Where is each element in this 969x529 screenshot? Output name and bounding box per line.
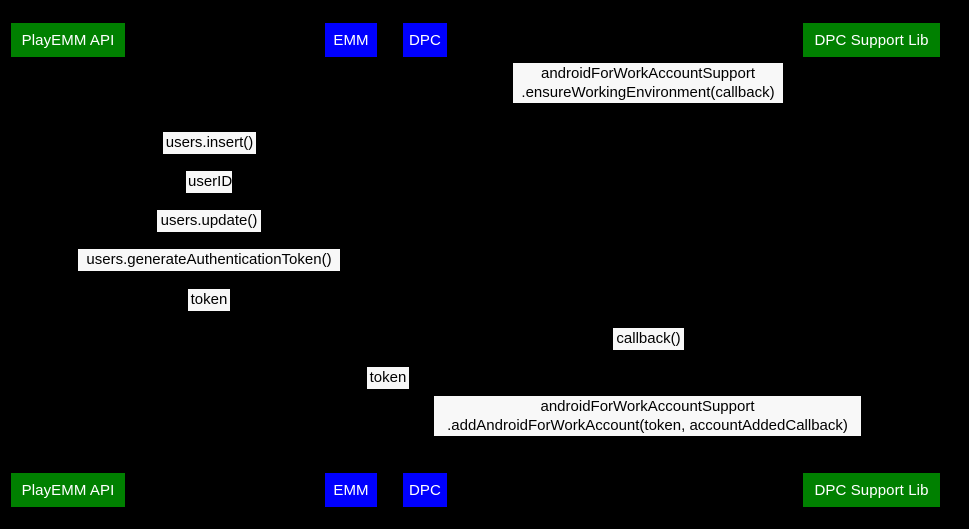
participant-label: PlayEMM API <box>21 31 115 49</box>
message-label-users-update[interactable]: users.update() <box>157 210 261 232</box>
message-line: androidForWorkAccountSupport <box>541 65 755 82</box>
participant-label: DPC <box>409 31 441 49</box>
message-line: token <box>369 369 407 386</box>
message-line: androidForWorkAccountSupport <box>540 398 755 415</box>
message-line: .ensureWorkingEnvironment(callback) <box>521 84 775 101</box>
message-label-callback[interactable]: callback() <box>613 328 684 350</box>
participant-header-emm[interactable]: EMM <box>325 23 377 57</box>
message-label-users-generate-authentication-token[interactable]: users.generateAuthenticationToken() <box>78 249 340 271</box>
participant-label: DPC <box>409 481 441 499</box>
message-line: users.generateAuthenticationToken() <box>86 251 332 268</box>
message-label-user-id[interactable]: userID <box>186 171 232 193</box>
message-line: users.update() <box>160 212 258 229</box>
message-label-users-insert[interactable]: users.insert() <box>163 132 256 154</box>
participant-footer-dpc[interactable]: DPC <box>403 473 447 507</box>
participant-header-playemm-api[interactable]: PlayEMM API <box>11 23 125 57</box>
lifeline-dpc <box>425 57 426 473</box>
message-line: token <box>190 291 228 308</box>
participant-footer-emm[interactable]: EMM <box>325 473 377 507</box>
lifeline-emm <box>351 57 352 473</box>
message-line: userID <box>188 173 233 190</box>
participant-label: EMM <box>333 481 369 499</box>
participant-label: PlayEMM API <box>21 481 115 499</box>
participant-label: EMM <box>333 31 369 49</box>
message-label-token-to-dpc[interactable]: token <box>367 367 409 389</box>
lifeline-dpc-support-lib <box>871 57 872 473</box>
participant-header-dpc[interactable]: DPC <box>403 23 447 57</box>
message-line: callback() <box>616 330 681 347</box>
participant-header-dpc-support-lib[interactable]: DPC Support Lib <box>803 23 940 57</box>
participant-footer-dpc-support-lib[interactable]: DPC Support Lib <box>803 473 940 507</box>
participant-footer-playemm-api[interactable]: PlayEMM API <box>11 473 125 507</box>
message-label-add-android-for-work-account[interactable]: androidForWorkAccountSupport .addAndroidF… <box>434 396 861 436</box>
message-line: users.insert() <box>165 134 254 151</box>
participant-label: DPC Support Lib <box>814 481 929 499</box>
lifeline-playemm-api <box>68 57 69 473</box>
participant-label: DPC Support Lib <box>814 31 929 49</box>
message-line: .addAndroidForWorkAccount(token, account… <box>447 417 848 434</box>
message-label-ensure-working-environment[interactable]: androidForWorkAccountSupport .ensureWorki… <box>513 63 783 103</box>
message-label-token-to-emm[interactable]: token <box>188 289 230 311</box>
